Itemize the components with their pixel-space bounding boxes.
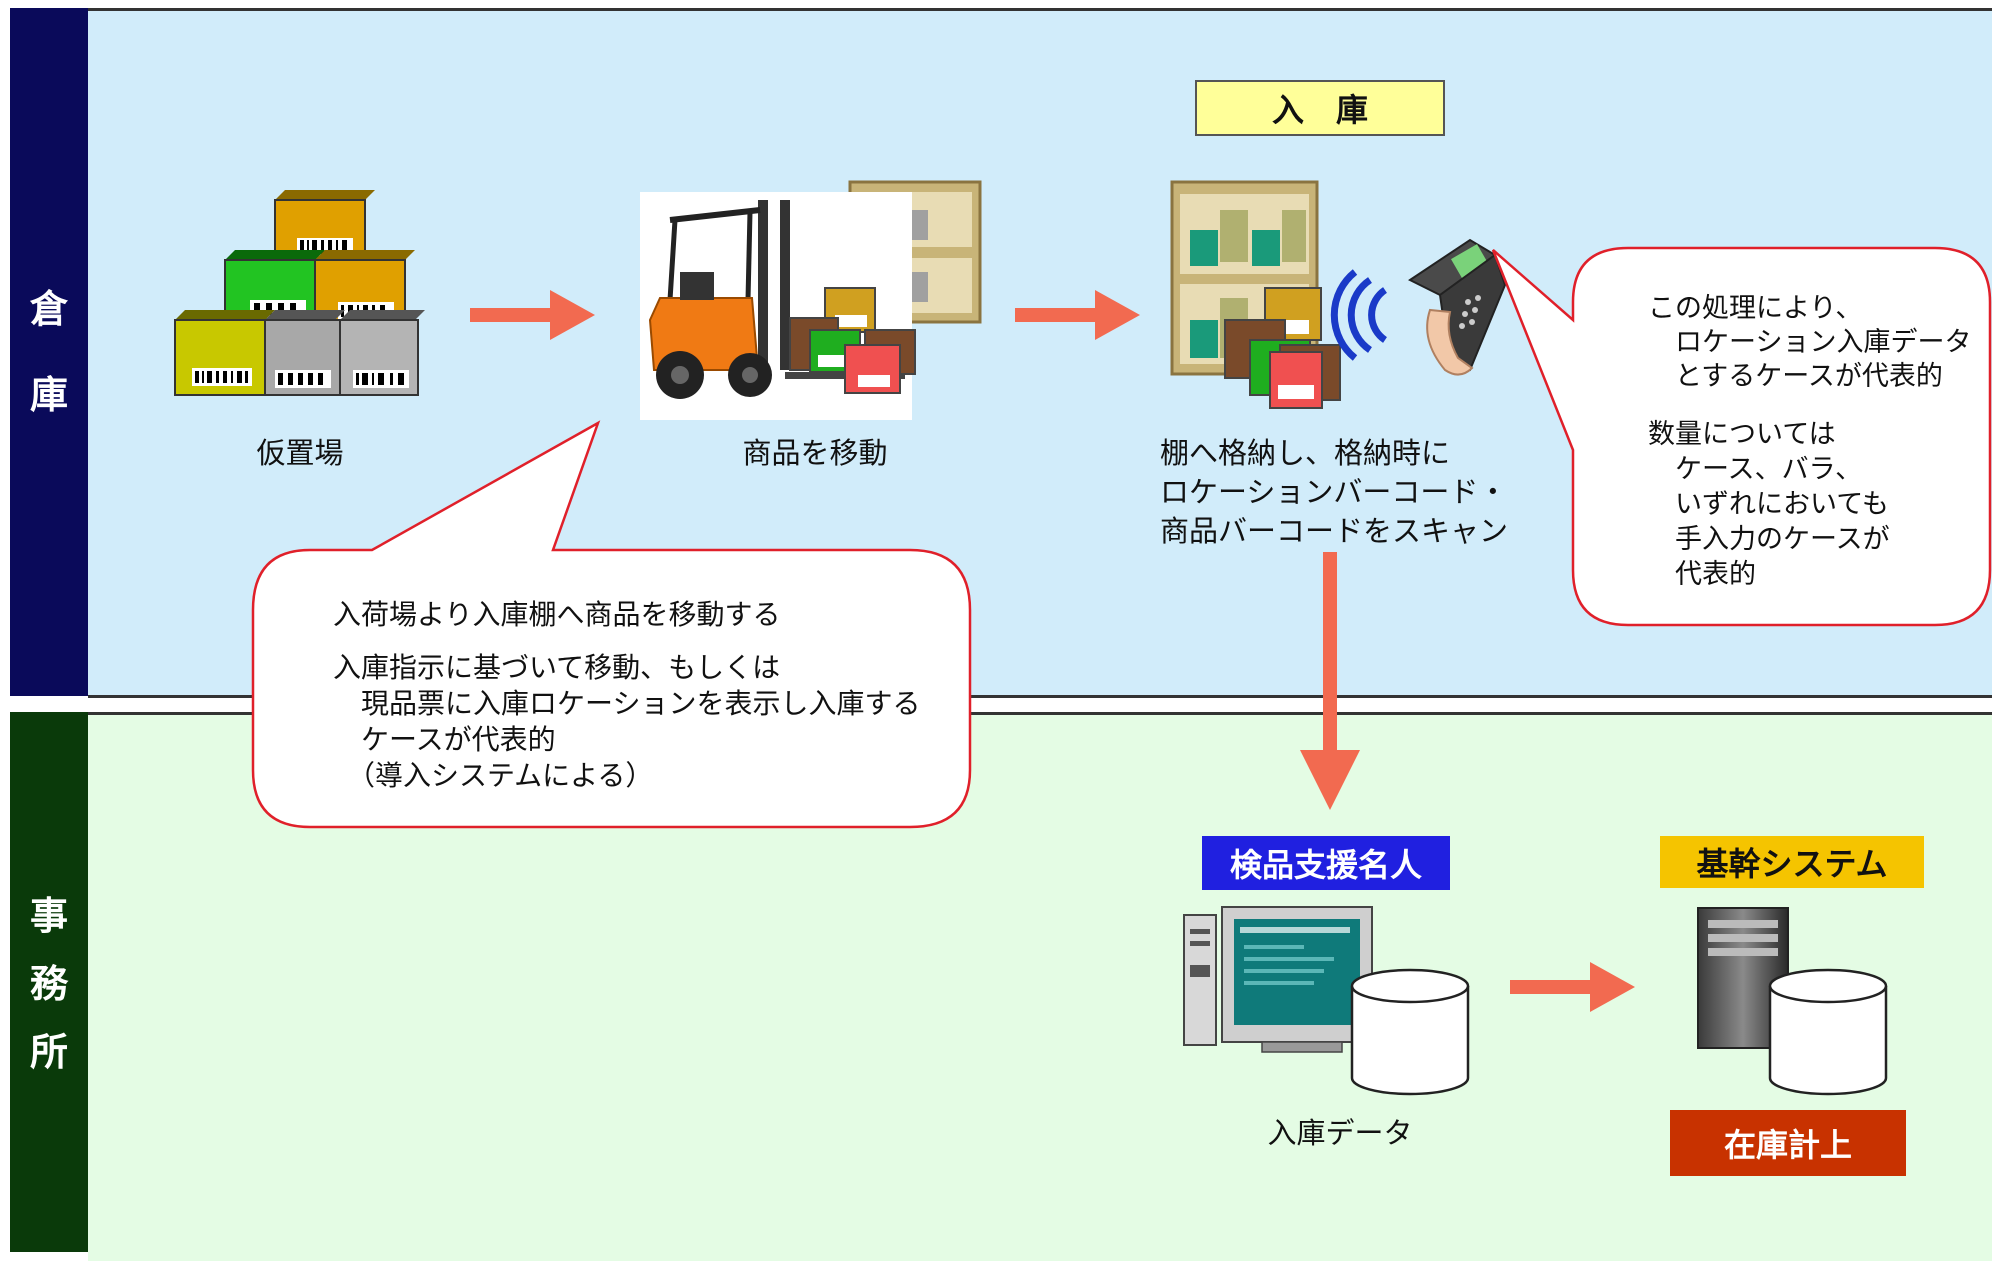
database-icon [1350, 968, 1470, 1096]
warehouse-label-char-2: 庫 [29, 373, 68, 417]
scan-note-line-4: 数量については [1648, 419, 1836, 450]
arrow-right-icon [1510, 962, 1635, 1012]
inspection-system-label: 検品支援名人 [1202, 836, 1450, 890]
scan-note-line-1: この処理により、 [1648, 293, 1863, 324]
scan-note-line-5: ケース、バラ、 [1648, 454, 1863, 485]
store-caption-line-2: ロケーションバーコード・ [1160, 475, 1508, 509]
move-note-line-2: 入庫指示に基づいて移動、もしくは [333, 651, 781, 684]
arrow-right-icon [1015, 290, 1140, 340]
shelf-icon [1170, 180, 1341, 409]
move-note-line-1: 入荷場より入庫棚へ商品を移動する [333, 598, 781, 631]
arrow-right-icon [470, 290, 595, 340]
scan-note-bubble [1491, 246, 1992, 627]
inspection-caption: 入庫データ [1267, 1116, 1413, 1150]
office-label-char-1: 事 [29, 894, 68, 938]
pc-monitor-icon [1183, 906, 1373, 1053]
box-stack-icon [174, 190, 425, 396]
move-note-bubble [251, 420, 972, 829]
move-note-line-3: 現品票に入庫ロケーションを表示し入庫する [333, 687, 921, 720]
move-note-line-4: ケースが代表的 [333, 723, 556, 756]
scan-note-line-2: ロケーション入庫データ [1648, 327, 1972, 358]
warehouse-label-char-1: 倉 [29, 287, 68, 331]
move-caption: 商品を移動 [742, 436, 888, 470]
store-title: 入 庫 [1195, 80, 1445, 136]
scan-note-line-7: 手入力のケースが [1648, 524, 1890, 555]
forklift-icon [640, 180, 982, 420]
office-band-label: 事 務 所 [10, 712, 88, 1252]
warehouse-band-label: 倉 庫 [10, 8, 88, 696]
scan-note-line-3: とするケースが代表的 [1648, 361, 1943, 392]
wireless-signal-icon [1330, 269, 1388, 361]
office-label-char-2: 務 [29, 962, 68, 1006]
move-note-line-5: （導入システムによる） [333, 759, 654, 792]
scan-note-line-6: いずれにおいても [1648, 489, 1889, 520]
store-caption-line-1: 棚へ格納し、格納時に [1160, 436, 1451, 470]
scan-note-line-8: 代表的 [1648, 559, 1756, 590]
stock-record-label: 在庫計上 [1670, 1110, 1906, 1176]
staging-caption: 仮置場 [256, 436, 344, 470]
store-caption-line-3: 商品バーコードをスキャン [1160, 514, 1509, 548]
database-icon [1768, 968, 1888, 1096]
core-system-label: 基幹システム [1660, 836, 1924, 888]
arrow-down-icon [1300, 552, 1360, 810]
handheld-scanner-icon [1408, 238, 1507, 376]
office-label-char-3: 所 [29, 1030, 68, 1074]
